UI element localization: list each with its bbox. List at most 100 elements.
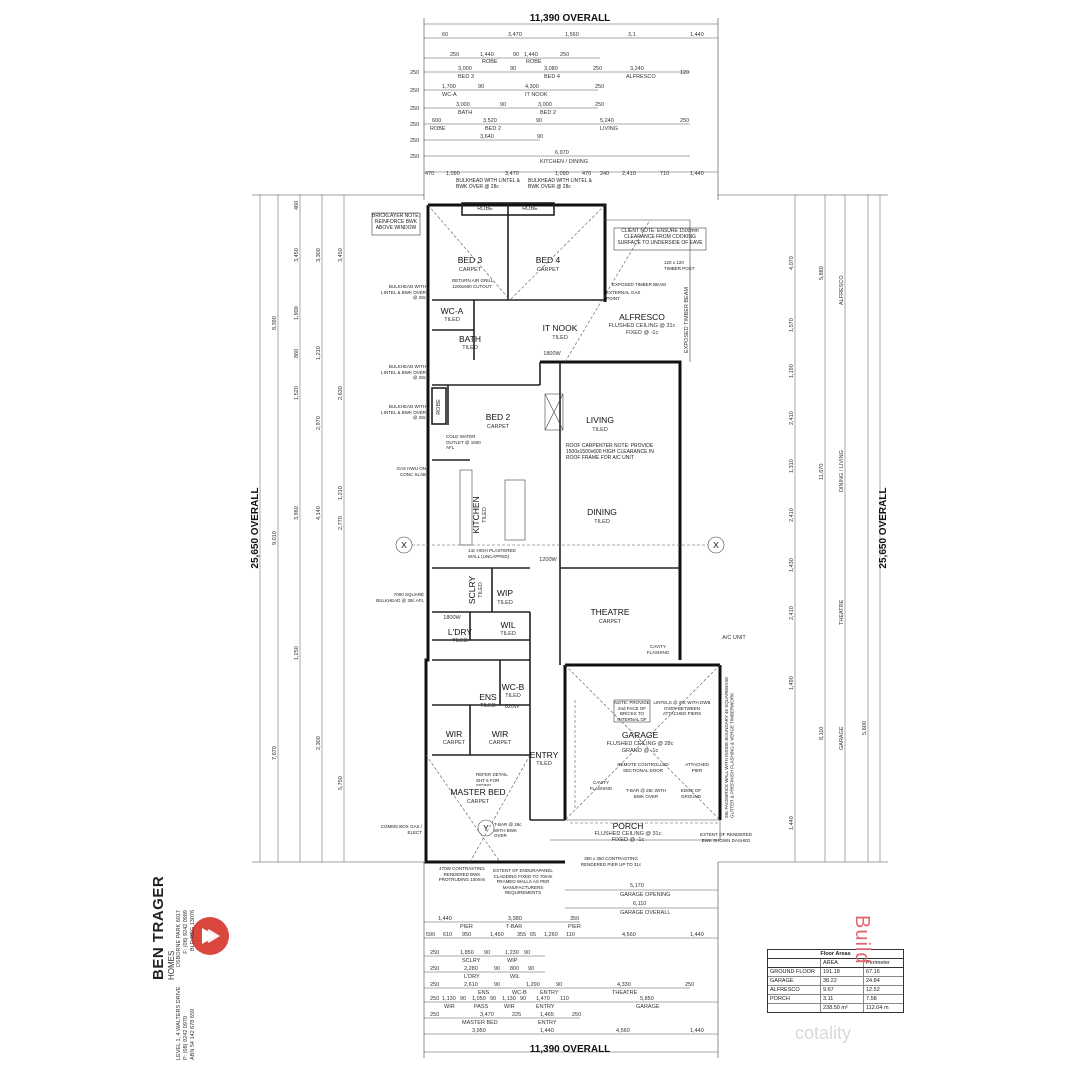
svg-text:T-BAR: T-BAR [506,924,522,930]
svg-text:5,750: 5,750 [338,776,344,790]
room-wil: WIL [500,620,515,630]
room-laundry: L'DRY [448,627,472,637]
grid-marker-right: X [713,540,719,550]
svg-text:1,465: 1,465 [540,1012,554,1018]
table-total-row: 238.50 m² 112.04 m [768,1004,903,1012]
svg-text:5,850: 5,850 [640,996,654,1002]
svg-text:WIR: WIR [444,1004,455,1010]
svg-text:1,520: 1,520 [294,386,300,400]
svg-text:1,230: 1,230 [505,950,519,956]
note-refer-detail: REFER DETAIL SHT 6 FOR SIDING [476,772,508,786]
svg-text:ENTRY: ENTRY [538,1020,557,1026]
svg-text:BED 2: BED 2 [485,126,501,132]
svg-text:120: 120 [680,70,689,76]
room-labels: ROBE ROBE BED 3 CARPET BED 4 CARPET WC-A… [436,206,676,843]
svg-text:CARPET: CARPET [487,424,510,430]
svg-text:5,170: 5,170 [630,883,644,889]
svg-text:CARPET: CARPET [489,740,512,746]
svg-text:TILED: TILED [594,519,610,525]
note-exposed-beam: EXPOSED TIMBER BEAM [612,282,666,287]
svg-text:GARAGE: GARAGE [636,1004,660,1010]
cotality-watermark: cotality [795,1023,852,1043]
svg-text:90: 90 [524,950,530,956]
svg-text:600: 600 [432,118,441,124]
svg-text:1,130: 1,130 [442,996,456,1002]
svg-text:250: 250 [410,122,419,128]
svg-text:CARPET: CARPET [459,267,482,273]
floor-areas-title: Floor Areas [768,950,903,959]
svg-text:1,700: 1,700 [442,84,456,90]
table-row: GROUND FLOOR 191.18 67.16 [768,968,903,977]
note-return-air: RETURN AIR GRILL 1200x600 CUTOUT [452,278,494,289]
svg-text:ENTRY: ENTRY [540,990,559,996]
svg-text:90: 90 [494,982,500,988]
svg-text:PASS: PASS [474,1004,489,1010]
svg-text:3,080: 3,080 [544,66,558,72]
svg-text:4,560: 4,560 [622,932,636,938]
svg-text:2,410: 2,410 [789,508,795,522]
svg-text:FLUSHED CEILING @ 31c: FLUSHED CEILING @ 31c [595,831,662,837]
build-stamp: Build [851,915,873,965]
svg-text:7,670: 7,670 [272,746,278,760]
svg-text:3,470: 3,470 [505,171,519,177]
svg-text:590: 590 [426,932,435,938]
svg-text:6,110: 6,110 [633,901,646,907]
svg-text:1,470: 1,470 [536,996,550,1002]
svg-text:1,450: 1,450 [490,932,504,938]
svg-text:5,880: 5,880 [819,266,825,280]
svg-text:250: 250 [560,52,569,58]
svg-text:3,960: 3,960 [294,506,300,520]
room-scullery: SCLRY [467,576,477,605]
room-bath: BATH [459,334,481,344]
right-dimension-strings: 4,070 1,570 1,190 2,410 1,310 2,410 1,43… [718,194,889,863]
svg-text:CARPET: CARPET [537,267,560,273]
svg-text:DINING / LIVING: DINING / LIVING [839,450,845,492]
ben-trager-logo-icon [191,917,229,955]
svg-text:610: 610 [443,932,452,938]
svg-text:250: 250 [572,1012,581,1018]
room-master-bed: MASTER BED [450,787,505,797]
svg-text:TILED: TILED [480,703,496,709]
note-external-gas: EXTERNAL GAS POINT [606,290,641,301]
svg-text:1,210: 1,210 [338,486,344,500]
note-remote-door: REMOTE CONTROLLED SECTIONAL DOOR [617,762,669,773]
room-wir-1: WIR [446,729,463,739]
svg-text:350: 350 [570,916,579,922]
grid-marker-left: X [401,540,407,550]
builder-name: BEN TRAGER [150,875,167,980]
note-bulkhead-bed2: BULKHEAD WITH LINTEL & BWK OVER @ 28c [381,404,426,420]
svg-text:250: 250 [595,102,604,108]
svg-text:1,130: 1,130 [502,996,516,1002]
note-cavity-flashing-2: CAVITY FLASHING [589,780,613,791]
svg-text:1,440: 1,440 [524,52,538,58]
svg-text:BED 2: BED 2 [540,110,556,116]
svg-text:TILED: TILED [500,631,516,637]
svg-text:90: 90 [490,996,496,1002]
svg-text:4,070: 4,070 [789,256,795,270]
svg-text:1,210: 1,210 [316,346,322,360]
svg-text:TILED: TILED [497,600,513,606]
note-square-bulkhead: 7000 SQUARE BULKHEAD @ 28c AFL [376,592,424,603]
svg-text:1,050: 1,050 [472,996,486,1002]
svg-text:PIER: PIER [460,924,473,930]
room-porch: PORCH [613,821,644,831]
svg-text:4,330: 4,330 [617,982,631,988]
svg-text:ENTRY: ENTRY [536,1004,555,1010]
note-bricklayer: BRICKLAYER NOTE: REINFORCE BWK ABOVE WIN… [372,213,420,231]
svg-text:110: 110 [566,932,575,938]
overall-depth-left: 25,650 OVERALL [250,487,261,568]
note-bulkhead-top-left: BULKHEAD WITH LINTEL & BWK OVER @ 28c [456,178,520,190]
note-lintels: LINTELS @ 28c WITH DWB OVER BETWEEN ATTA… [653,700,711,716]
room-it-nook: IT NOOK [543,323,578,333]
svg-text:ENS: ENS [478,990,490,996]
svg-text:800: 800 [510,966,519,972]
svg-text:CARPET: CARPET [599,619,622,625]
room-ensuite: ENS [479,692,497,702]
svg-text:1,850: 1,850 [460,950,474,956]
note-gas: GAS HWU ON CONC SLAB [396,466,426,477]
room-living: LIVING [586,415,614,425]
svg-text:4,560: 4,560 [616,1028,630,1034]
svg-text:460: 460 [294,201,300,210]
svg-text:2,630: 2,630 [338,386,344,400]
svg-text:IT NOOK: IT NOOK [525,92,548,98]
